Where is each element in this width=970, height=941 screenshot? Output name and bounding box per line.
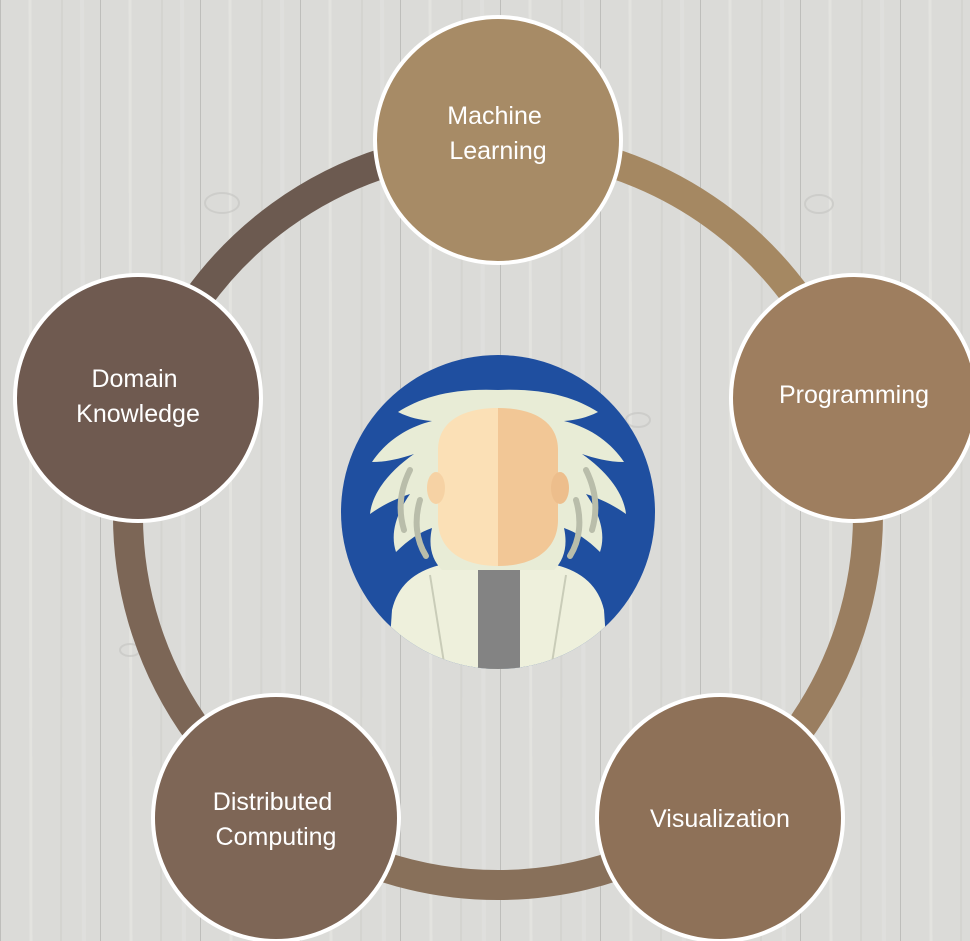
node-label-distributed-computing: Distributed Computing [213, 788, 339, 851]
label-line: Computing [216, 823, 337, 851]
label-line: Learning [449, 137, 546, 165]
scientist-avatar-icon [341, 355, 655, 669]
node-label-machine-learning: Machine Learning [447, 102, 548, 165]
label-line: Distributed [213, 788, 333, 816]
label-line: Domain [91, 365, 177, 393]
node-domain-knowledge: Domain Knowledge [13, 273, 263, 523]
node-machine-learning: Machine Learning [373, 15, 623, 265]
label-line: Programming [779, 381, 929, 409]
label-line: Machine [447, 102, 542, 130]
label-line: Knowledge [76, 400, 200, 428]
label-line: Visualization [650, 805, 790, 833]
node-label-visualization: Visualization [650, 805, 790, 833]
node-label-programming: Programming [779, 381, 929, 409]
node-visualization: Visualization [595, 693, 845, 941]
node-label-domain-knowledge: Domain Knowledge [76, 365, 200, 428]
node-programming: Programming [729, 273, 970, 523]
wood-knots [119, 192, 834, 657]
node-distributed-computing: Distributed Computing [151, 693, 401, 941]
